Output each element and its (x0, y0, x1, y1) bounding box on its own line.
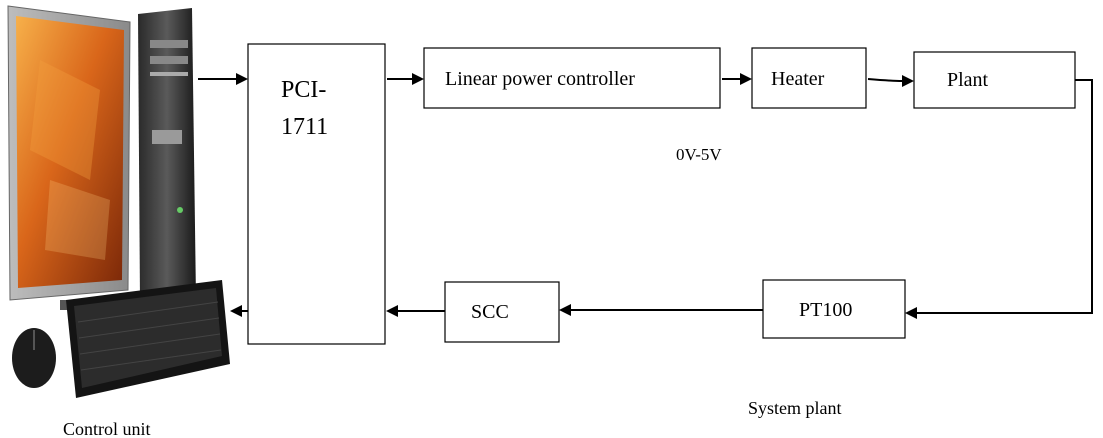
connector-controller-to-heater (722, 73, 752, 85)
pci-label-line1: PCI- (281, 77, 326, 103)
plant-block: Plant (913, 51, 1076, 109)
connector-pci-to-computer (230, 305, 248, 317)
connector-scc-to-pci (386, 305, 445, 317)
system-plant-caption: System plant (748, 398, 842, 418)
pt100-label: PT100 (799, 299, 852, 321)
heater-block: Heater (751, 47, 867, 109)
linear-power-controller-block: Linear power controller (423, 47, 721, 109)
linear-power-controller-label: Linear power controller (445, 68, 635, 90)
connector-computer-to-pci (198, 73, 248, 85)
scc-block: SCC (444, 281, 560, 343)
pt100-block: PT100 (762, 279, 906, 339)
pci-label-line2: 1711 (281, 114, 328, 140)
plant-label: Plant (947, 69, 989, 91)
connector-plant-to-pt100 (905, 79, 1093, 319)
control-unit-caption: Control unit (63, 419, 151, 438)
connector-pt100-to-scc (559, 304, 763, 316)
voltage-range-label: 0V-5V (676, 145, 722, 164)
connector-pci-to-controller (387, 73, 424, 85)
scc-label: SCC (471, 301, 509, 323)
pci-1711-block: PCI- 1711 (247, 43, 386, 345)
heater-label: Heater (771, 68, 825, 90)
desktop-computer-icon (7, 5, 230, 398)
connector-heater-to-plant (867, 75, 914, 87)
